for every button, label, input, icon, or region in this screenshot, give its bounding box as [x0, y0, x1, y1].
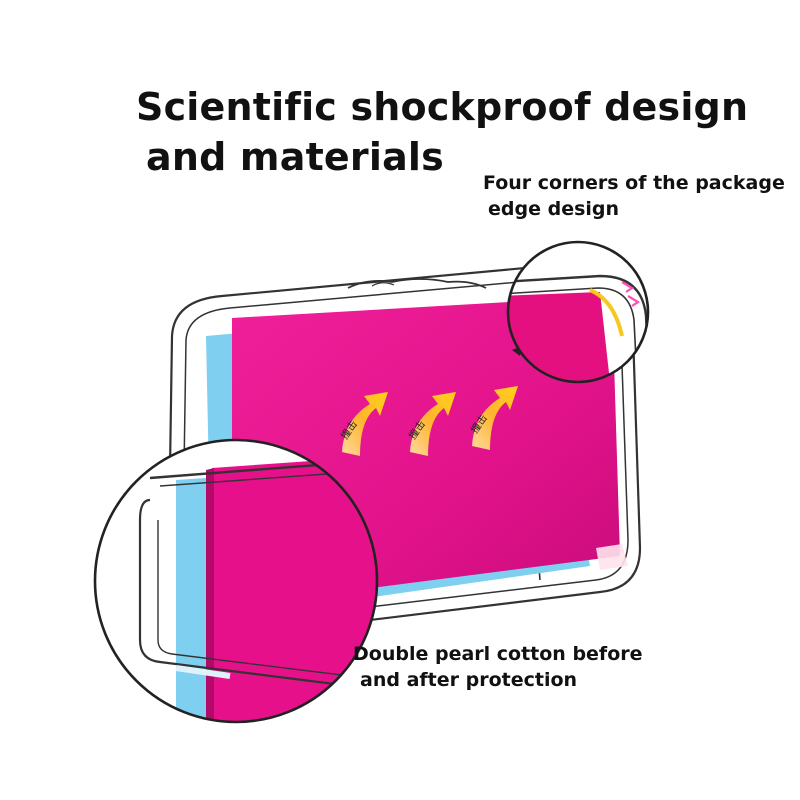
corner-callout-line-2: edge design	[488, 198, 620, 220]
pearl-cotton-callout: Double pearl cotton before and after pro…	[353, 641, 643, 693]
headline: Scientific shockproof design and materia…	[136, 82, 748, 182]
pearl-cotton-magnifier	[93, 438, 379, 724]
pearl-callout-line-2: and after protection	[360, 669, 578, 691]
headline-line-2: and materials	[146, 135, 444, 179]
corner-detail-magnifier	[506, 240, 650, 384]
corner-callout-line-1: Four corners of the package	[483, 172, 785, 194]
corner-design-callout: Four corners of the package edge design	[483, 170, 785, 222]
headline-line-1: Scientific shockproof design	[136, 85, 749, 129]
pearl-callout-line-1: Double pearl cotton before	[353, 643, 643, 665]
